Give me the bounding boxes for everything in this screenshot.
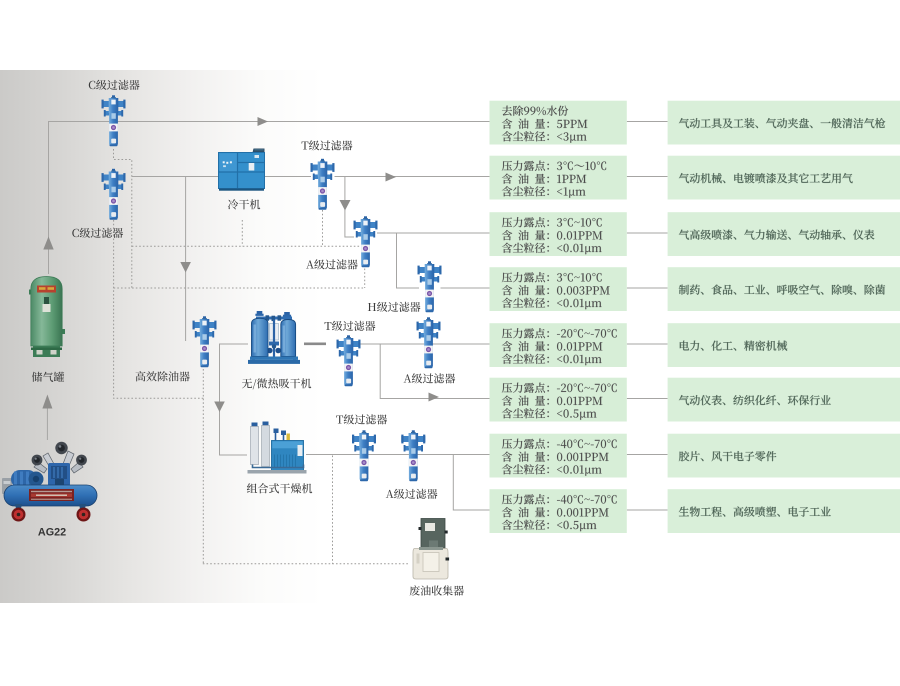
svg-text:AG22: AG22: [38, 527, 66, 539]
